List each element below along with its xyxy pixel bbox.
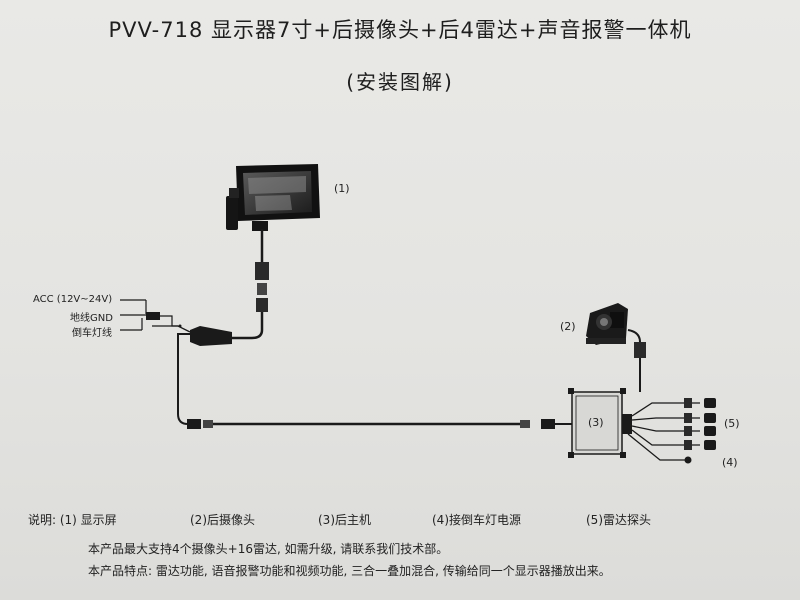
legend-item-3: (3)后主机 [318, 513, 371, 527]
radar-sensor-probes [684, 398, 716, 450]
camera-graphic [586, 303, 646, 392]
reverse-light-terminal [684, 456, 692, 464]
power-number: (4) [722, 456, 738, 469]
sheet-subtitle: (安装图解) [346, 70, 454, 94]
sheet-title: PVV-718 显示器7寸+后摄像头+后4雷达+声音报警一体机 [108, 18, 692, 42]
monitor-number: (1) [334, 182, 350, 195]
note-line-2: 本产品特点: 雷达功能, 语音报警功能和视频功能, 三合一叠加混合, 传输给同一… [88, 564, 611, 578]
host-number: (3) [588, 416, 604, 429]
note-line-1: 本产品最大支持4个摄像头+16雷达, 如需升级, 请联系我们技术部。 [88, 542, 449, 556]
y-splitter [152, 325, 232, 414]
legend-item-1: 说明: (1) 显示屏 [28, 513, 117, 527]
legend-item-4: (4)接倒车灯电源 [432, 513, 521, 527]
power-wires [120, 299, 182, 331]
gnd-label: 地线GND [70, 313, 113, 324]
camera-number: (2) [560, 320, 576, 333]
acc-label: ACC (12V~24V) [33, 294, 113, 305]
reverse-label: 倒车灯线 [72, 328, 112, 339]
sensors-number: (5) [724, 417, 740, 430]
extension-cable [177, 413, 572, 429]
legend-item-5: (5)雷达探头 [586, 513, 651, 527]
host-box-graphic [568, 388, 632, 458]
legend-item-2: (2)后摄像头 [190, 513, 255, 527]
monitor-graphic [226, 164, 320, 231]
monitor-cable [197, 229, 269, 340]
